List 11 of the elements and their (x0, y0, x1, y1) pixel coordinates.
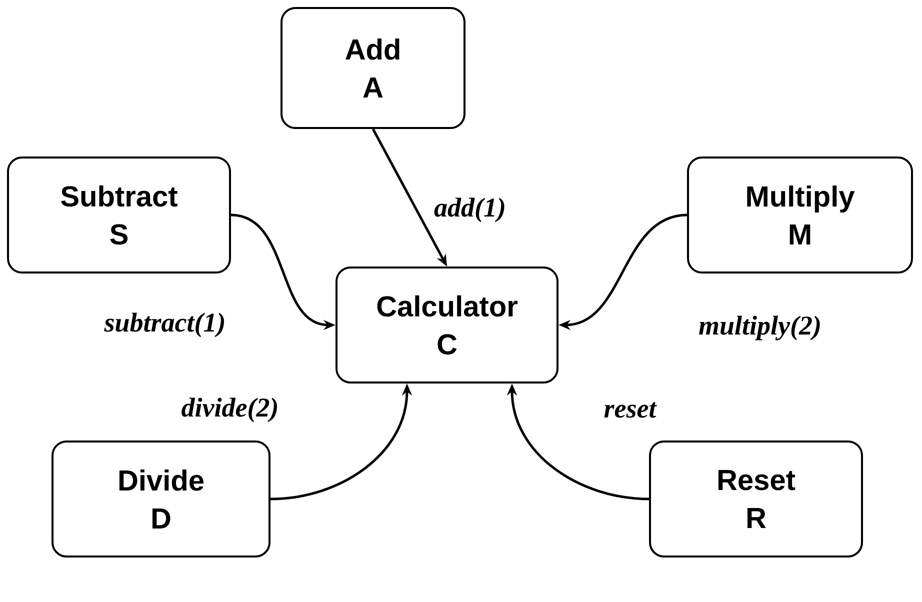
edge-label: multiply(2) (698, 314, 822, 342)
edge-label: subtract(1) (103, 312, 227, 338)
edge-label: add(1) (433, 196, 507, 224)
process-box: Add A (280, 7, 466, 129)
process-box: Multiply M (687, 156, 913, 274)
edge-label: reset (602, 401, 658, 419)
process-box: Reset R (649, 440, 863, 558)
edge-label: divide(2) (180, 396, 280, 424)
process-box: Subtract S (7, 156, 231, 274)
process-box: Divide D (52, 440, 270, 558)
process-box: Calculator C (336, 266, 558, 384)
